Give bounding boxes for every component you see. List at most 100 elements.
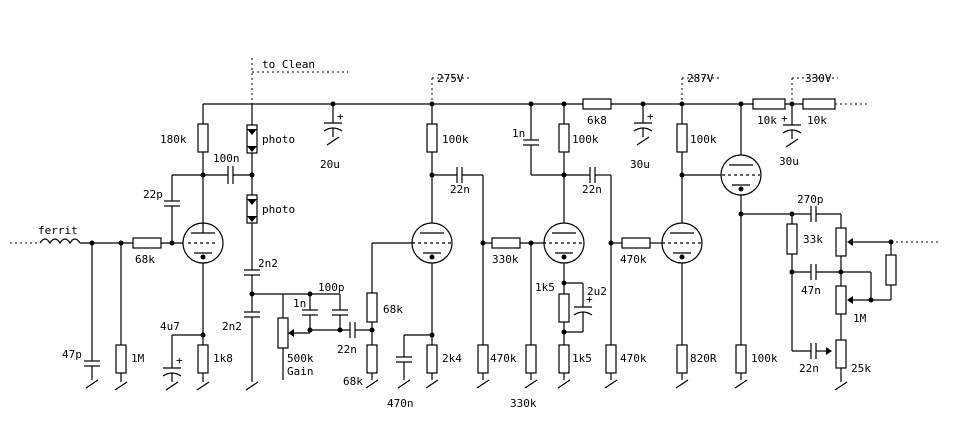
- resistor-100k-b: [558, 123, 570, 153]
- resistor-100k-a: [426, 123, 438, 153]
- svg-text:+: +: [781, 112, 788, 125]
- pot-1m[interactable]: [835, 285, 847, 315]
- photo-cells: to Clean photo photo 2n2 2n2: [222, 58, 348, 391]
- label-photo-1: photo: [262, 133, 295, 146]
- resistor-180k: [197, 123, 209, 153]
- svg-text:+: +: [337, 110, 344, 123]
- resistor-1k5-b: [558, 344, 570, 374]
- tube-v5: [720, 154, 762, 196]
- svg-text:+: +: [647, 110, 654, 123]
- tube-v4: [661, 222, 703, 264]
- cap-30u-a: + 30u: [630, 104, 654, 171]
- tube-v1: [182, 222, 224, 264]
- resistor-470k-b: [605, 344, 617, 374]
- gain-pot-500k[interactable]: [277, 317, 289, 349]
- v1-plate-cathode: 180k 100n 1k8 4u7 +: [160, 104, 252, 391]
- tube-v3: [543, 222, 585, 264]
- v4-circuit: 100k 820R: [675, 104, 722, 389]
- resistor-10k-a: [752, 98, 786, 110]
- label-c47p: 47p: [62, 348, 82, 361]
- label-r1m-input: 1M: [131, 352, 145, 365]
- cap-20u: + 20u: [320, 104, 344, 171]
- label-r100k-a: 100k: [442, 133, 469, 146]
- label-275v: 275V: [437, 72, 464, 85]
- tube-v2: [411, 222, 453, 264]
- label-c47n: 47n: [801, 284, 821, 297]
- label-c2u2: 2u2: [587, 285, 607, 298]
- label-330v: 330V: [805, 72, 832, 85]
- resistor-output: [885, 254, 897, 286]
- voltage-markers: 275V 287V 330V: [431, 72, 838, 102]
- resistor-100k-d: [735, 344, 747, 374]
- svg-text:+: +: [176, 354, 183, 367]
- label-c470n: 470n: [387, 397, 414, 410]
- label-r68k-b: 68k: [343, 375, 363, 388]
- label-r330k-b: 330k: [510, 397, 537, 410]
- label-c1n-a: 1n: [293, 297, 306, 310]
- label-c100p: 100p: [318, 281, 345, 294]
- label-ferrit: ferrit: [38, 224, 78, 237]
- resistor-330k-a: [491, 237, 521, 249]
- label-287v: 287V: [687, 72, 714, 85]
- label-r68k-a: 68k: [383, 303, 403, 316]
- svg-text:+: +: [586, 293, 593, 306]
- label-c2n2-a: 2n2: [258, 257, 278, 270]
- resistor-330k-b: [525, 344, 537, 374]
- label-c4u7: 4u7: [160, 320, 180, 333]
- resistor-68k-grid: [132, 237, 162, 249]
- resistor-6k8: [582, 98, 612, 110]
- label-r100k-b: 100k: [572, 133, 599, 146]
- label-c20u: 20u: [320, 158, 340, 171]
- treble-pot[interactable]: [835, 227, 847, 257]
- resistor-820r: [676, 344, 688, 374]
- label-to-clean: to Clean: [262, 58, 315, 71]
- resistor-1k8: [197, 344, 209, 374]
- label-c30u-a: 30u: [630, 158, 650, 171]
- label-pot500k: 500k: [287, 352, 314, 365]
- v2-circuit: 100k 22n 470k 330k 2k4 470n: [387, 104, 543, 410]
- resistor-470k-a: [477, 344, 489, 374]
- label-gain: Gain: [287, 365, 314, 378]
- label-c100n: 100n: [213, 152, 240, 165]
- label-r470k-c: 470k: [620, 253, 647, 266]
- tone-stack: 270p 33k 47n 1M: [741, 193, 940, 391]
- label-r330k-a: 330k: [492, 253, 519, 266]
- label-c22p: 22p: [143, 188, 163, 201]
- input-section: ferrit 47p 1M 68k 22p: [10, 174, 203, 391]
- label-c2n2-b: 2n2: [222, 320, 242, 333]
- label-r1k5-a: 1k5: [535, 281, 555, 294]
- label-r470k-b: 470k: [620, 352, 647, 365]
- label-pot1m: 1M: [853, 312, 867, 325]
- label-r68k-grid: 68k: [135, 253, 155, 266]
- label-c30u-b: 30u: [779, 155, 799, 168]
- label-c22n-d: 22n: [799, 362, 819, 375]
- label-r180k: 180k: [160, 133, 187, 146]
- label-r2k4: 2k4: [442, 352, 462, 365]
- label-r100k-c: 100k: [690, 133, 717, 146]
- label-r10k-a: 10k: [757, 114, 777, 127]
- label-r820r: 820R: [690, 352, 717, 365]
- resistor-2k4: [426, 344, 438, 374]
- label-pot25k: 25k: [851, 362, 871, 375]
- label-r6k8: 6k8: [587, 114, 607, 127]
- label-c22n-c: 22n: [582, 183, 602, 196]
- resistor-10k-b: [802, 98, 836, 110]
- v5-circuit: 100k 10k 10k + 30u: [734, 98, 836, 389]
- label-r1k8: 1k8: [213, 352, 233, 365]
- resistor-68k-b: [366, 344, 378, 374]
- resistor-68k-a: [366, 292, 378, 323]
- resistor-1k5-a: [558, 293, 570, 323]
- resistor-100k-c: [676, 123, 688, 153]
- pot-25k[interactable]: [835, 339, 847, 369]
- label-r470k-a: 470k: [490, 352, 517, 365]
- label-c22n-b: 22n: [450, 183, 470, 196]
- label-r33k: 33k: [803, 233, 823, 246]
- label-r1k5-b: 1k5: [572, 352, 592, 365]
- label-c270p: 270p: [797, 193, 824, 206]
- label-c1n-b: 1n: [512, 127, 525, 140]
- v3-circuit: 330k 1n 100k 22n 470k 470k 6k8: [510, 98, 662, 410]
- resistor-33k: [786, 223, 798, 255]
- resistor-470k-c: [621, 237, 651, 249]
- gain-network: 500k Gain 1n 100p 22n 68k 68k: [252, 242, 412, 389]
- label-r10k-b: 10k: [807, 114, 827, 127]
